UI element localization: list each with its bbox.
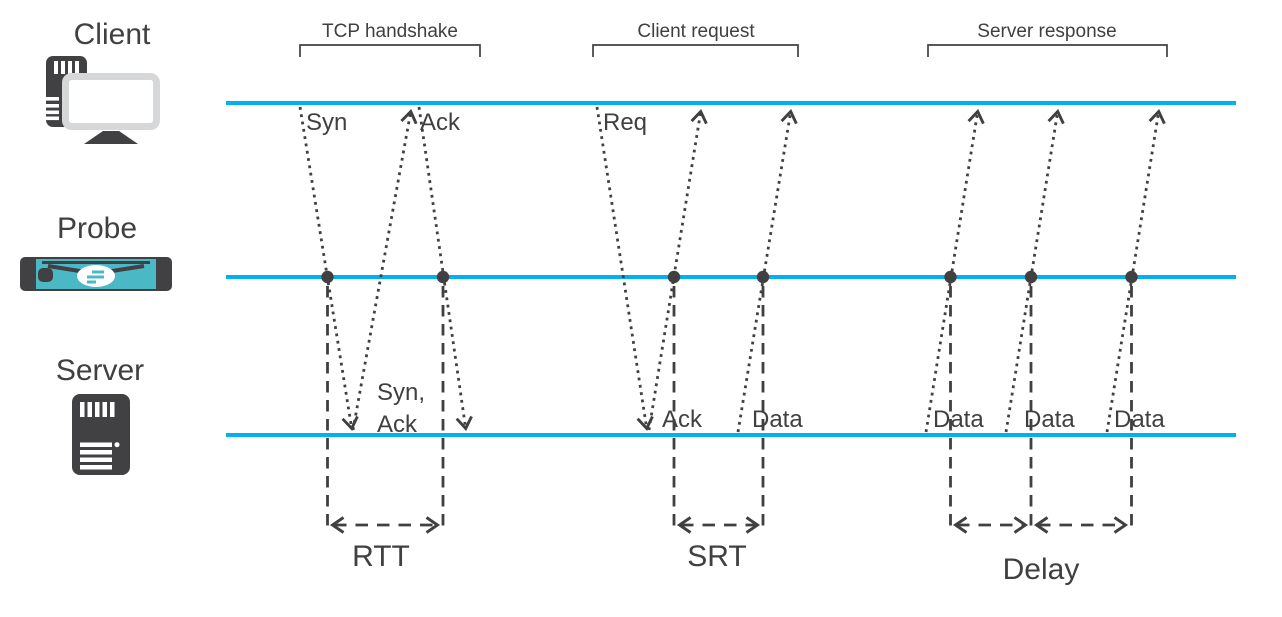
packet-arrow-data-request bbox=[736, 108, 798, 433]
label-ack-top: Ack bbox=[420, 109, 461, 136]
bracket-client-request bbox=[592, 44, 799, 57]
label-srt: SRT bbox=[687, 540, 746, 573]
packet-arrow-data-response-1 bbox=[924, 108, 985, 433]
label-ack-bottom: Ack bbox=[662, 406, 703, 433]
packet-arrow-ack-to-client bbox=[647, 108, 708, 431]
probe-logo-bars bbox=[87, 270, 104, 284]
packet-arrow-req bbox=[595, 106, 654, 432]
label-syn-ack-line1: Syn, bbox=[377, 379, 425, 406]
computer-tower-side-vents bbox=[46, 97, 59, 121]
actor-label-probe: Probe bbox=[57, 212, 137, 245]
label-delay: Delay bbox=[1003, 553, 1080, 586]
label-rtt: RTT bbox=[352, 540, 410, 573]
label-data-response-3: Data bbox=[1114, 406, 1165, 433]
probe-appliance-icon bbox=[20, 257, 172, 291]
server-drive-bars bbox=[80, 442, 112, 470]
label-data-request: Data bbox=[752, 406, 803, 433]
probe-tap-dot-ack bbox=[436, 270, 450, 284]
label-syn: Syn bbox=[306, 109, 347, 136]
packet-arrow-syn-ack bbox=[351, 108, 418, 431]
actor-label-server: Server bbox=[56, 354, 144, 387]
packet-arrow-data-response-2 bbox=[1004, 108, 1065, 433]
server-top-slots bbox=[80, 402, 115, 417]
bracket-server-response bbox=[927, 44, 1168, 57]
phase-label-tcp-handshake: TCP handshake bbox=[322, 21, 458, 42]
probe-tap-dot-data-2 bbox=[1024, 270, 1038, 284]
actor-label-client: Client bbox=[74, 18, 151, 51]
packet-arrow-syn bbox=[298, 106, 359, 432]
probe-tap-dot-req-ack bbox=[667, 270, 681, 284]
label-data-response-1: Data bbox=[933, 406, 984, 433]
probe-tap-dot-syn bbox=[321, 270, 334, 284]
server-tower-icon bbox=[72, 394, 130, 475]
packet-arrow-data-response-3 bbox=[1105, 108, 1166, 433]
bracket-tcp-handshake bbox=[299, 44, 481, 57]
computer-tower-top-slots bbox=[54, 61, 79, 74]
server-body-shape bbox=[72, 394, 130, 475]
probe-tap-dot-data-1 bbox=[944, 270, 957, 284]
probe-tap-dot-data-3 bbox=[1125, 270, 1138, 284]
server-led-dot bbox=[114, 442, 120, 448]
phase-label-client-request: Client request bbox=[637, 21, 755, 42]
desktop-computer-icon bbox=[46, 56, 160, 144]
label-req: Req bbox=[603, 109, 647, 136]
probe-tap-dot-data-request bbox=[756, 270, 770, 284]
monitor-frame-shape bbox=[62, 73, 160, 130]
label-syn-ack-line2: Ack bbox=[377, 411, 418, 438]
phase-label-server-response: Server response bbox=[977, 21, 1116, 42]
label-data-response-2: Data bbox=[1024, 406, 1075, 433]
packet-arrow-ack-to-server bbox=[417, 106, 473, 432]
monitor-stand-shape bbox=[84, 131, 138, 144]
probe-drive-bay-shape bbox=[38, 268, 53, 282]
